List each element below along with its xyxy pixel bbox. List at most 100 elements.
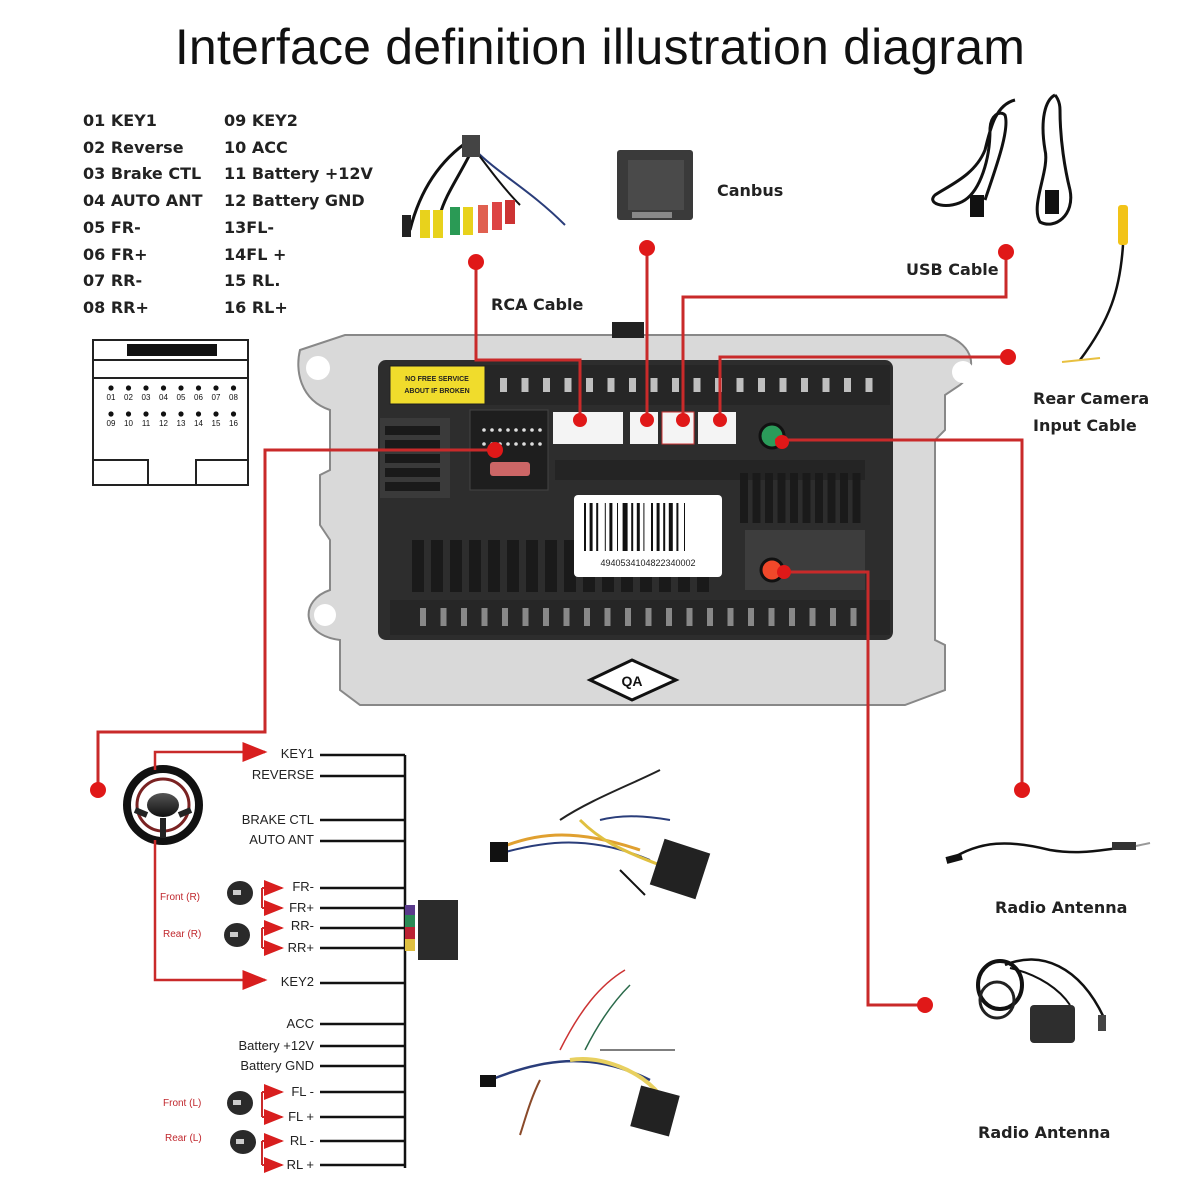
vent-slot bbox=[736, 378, 744, 392]
wire-label-brake-ctl: BRAKE CTL bbox=[241, 812, 314, 827]
vent-slot bbox=[801, 378, 808, 392]
radio-antenna-image-1 bbox=[945, 842, 1151, 864]
speaker-highlight bbox=[230, 932, 238, 937]
pin-legend-item: 09 KEY2 bbox=[224, 111, 298, 130]
vent-slot bbox=[522, 608, 529, 626]
socket-pin bbox=[522, 442, 526, 446]
barcode-bar bbox=[596, 503, 599, 551]
barcode-bar bbox=[604, 503, 606, 551]
speaker-highlight bbox=[233, 890, 241, 895]
connector-pin-number: 11 bbox=[142, 419, 151, 428]
connector-pin-number: 13 bbox=[177, 419, 186, 428]
callout-dots bbox=[90, 240, 1030, 1013]
vent-slot bbox=[852, 473, 861, 523]
vent-slot bbox=[385, 454, 440, 463]
vent-slot bbox=[809, 608, 816, 626]
vent-slot bbox=[584, 608, 590, 626]
vent-slot bbox=[666, 608, 672, 626]
speaker-label-rear-r: Rear (R) bbox=[163, 929, 202, 940]
socket-pin bbox=[482, 428, 486, 432]
vent-slot bbox=[650, 378, 658, 392]
connector-pin-dot bbox=[143, 411, 149, 417]
speaker-label-front-r: Front (R) bbox=[160, 892, 200, 903]
radio-antenna-image-2 bbox=[976, 958, 1107, 1043]
vent-slot bbox=[865, 378, 873, 392]
speaker-highlight bbox=[233, 1100, 241, 1105]
pin-legend-item: 03 Brake CTL bbox=[83, 164, 202, 184]
connector-pin-dot bbox=[125, 385, 132, 391]
pin-legend-item: 02 Reverse bbox=[83, 137, 184, 157]
vent-slot bbox=[758, 378, 765, 392]
connector-pin-dot bbox=[108, 385, 114, 391]
wire-label-fr-minus: FR- bbox=[292, 879, 314, 894]
pin-legend-item: 14FL + bbox=[224, 244, 287, 264]
barcode-bar bbox=[584, 503, 586, 551]
connector-pin-number: 16 bbox=[229, 419, 238, 428]
vent-slot bbox=[564, 540, 576, 592]
connector-pin-dot bbox=[213, 411, 219, 417]
connector-pin-dot bbox=[195, 411, 202, 417]
vent-slot bbox=[412, 540, 424, 592]
vent-slot bbox=[752, 473, 761, 523]
vent-slot bbox=[777, 473, 786, 523]
vent-slot bbox=[469, 540, 481, 592]
vent-slot bbox=[645, 608, 652, 626]
connector-pin-dot bbox=[160, 411, 167, 417]
wheel-arrows bbox=[153, 742, 268, 990]
vent-slot bbox=[526, 540, 538, 592]
vent-slot bbox=[822, 378, 830, 392]
socket-pin bbox=[522, 428, 526, 432]
rca-cable-label: RCA Cable bbox=[491, 295, 584, 314]
vent-slot bbox=[488, 540, 500, 592]
socket-pin bbox=[514, 442, 518, 446]
pin-legend-item: 13FL- bbox=[224, 217, 275, 237]
vent-slot bbox=[450, 540, 462, 592]
pin-legend-item: 12 Battery GND bbox=[224, 191, 365, 211]
radio-antenna-label-1: Radio Antenna bbox=[995, 898, 1128, 917]
vent-slot bbox=[385, 468, 440, 477]
rear-camera-label-line1: Rear Camera bbox=[1033, 389, 1150, 408]
wire-label-battery-12v: Battery +12V bbox=[238, 1038, 314, 1053]
vent-slot bbox=[385, 482, 440, 491]
wiring-harness-image-1 bbox=[490, 769, 711, 900]
pin-legend-col2: 09 KEY2 10 ACC 11 Battery +12V 12 Batter… bbox=[224, 108, 373, 322]
connector-pin-number: 04 bbox=[159, 393, 168, 402]
socket-pin bbox=[482, 442, 486, 446]
socket-pin bbox=[538, 428, 542, 432]
barcode-bar bbox=[656, 503, 660, 551]
pin-legend-item: 11 Battery +12V bbox=[224, 164, 373, 184]
vent-slot bbox=[481, 608, 488, 626]
vent-slot bbox=[693, 378, 701, 392]
connector-pin-dot bbox=[125, 411, 132, 417]
vent-slot bbox=[672, 378, 679, 392]
vent-slot bbox=[789, 608, 795, 626]
connector-pin-dot bbox=[160, 385, 167, 391]
barcode-bar bbox=[684, 503, 685, 551]
connector-pin-dot bbox=[195, 385, 202, 391]
vent-slot bbox=[500, 378, 507, 392]
barcode-bar bbox=[668, 503, 673, 551]
pin-legend-item: 10 ACC bbox=[224, 137, 288, 157]
wire-label-rr-minus: RR- bbox=[290, 918, 314, 933]
wire-label-rl-plus: RL + bbox=[286, 1157, 314, 1172]
vent-slot bbox=[827, 473, 836, 523]
barcode-bar bbox=[617, 503, 618, 551]
speaker-label-front-l: Front (L) bbox=[163, 1098, 202, 1109]
callout-lines bbox=[96, 248, 1024, 1007]
vent-slot bbox=[629, 378, 636, 392]
connector-pin-dot bbox=[230, 385, 237, 391]
wire-label-rr-plus: RR+ bbox=[287, 940, 314, 955]
connector-pin-dot bbox=[178, 385, 184, 391]
vent-slot bbox=[521, 378, 529, 392]
usb-cable-label: USB Cable bbox=[906, 260, 999, 279]
socket-pin bbox=[538, 442, 542, 446]
vent-slot bbox=[502, 608, 508, 626]
socket-pin bbox=[506, 428, 510, 432]
radio-antenna-label-2: Radio Antenna bbox=[978, 1123, 1111, 1142]
vent-slot bbox=[727, 608, 734, 626]
pin-legend-item: 04 AUTO ANT bbox=[83, 191, 203, 211]
connector-pin-number: 14 bbox=[194, 419, 203, 428]
barcode-bar bbox=[676, 503, 679, 551]
wire-label-key1: KEY1 bbox=[280, 746, 314, 761]
